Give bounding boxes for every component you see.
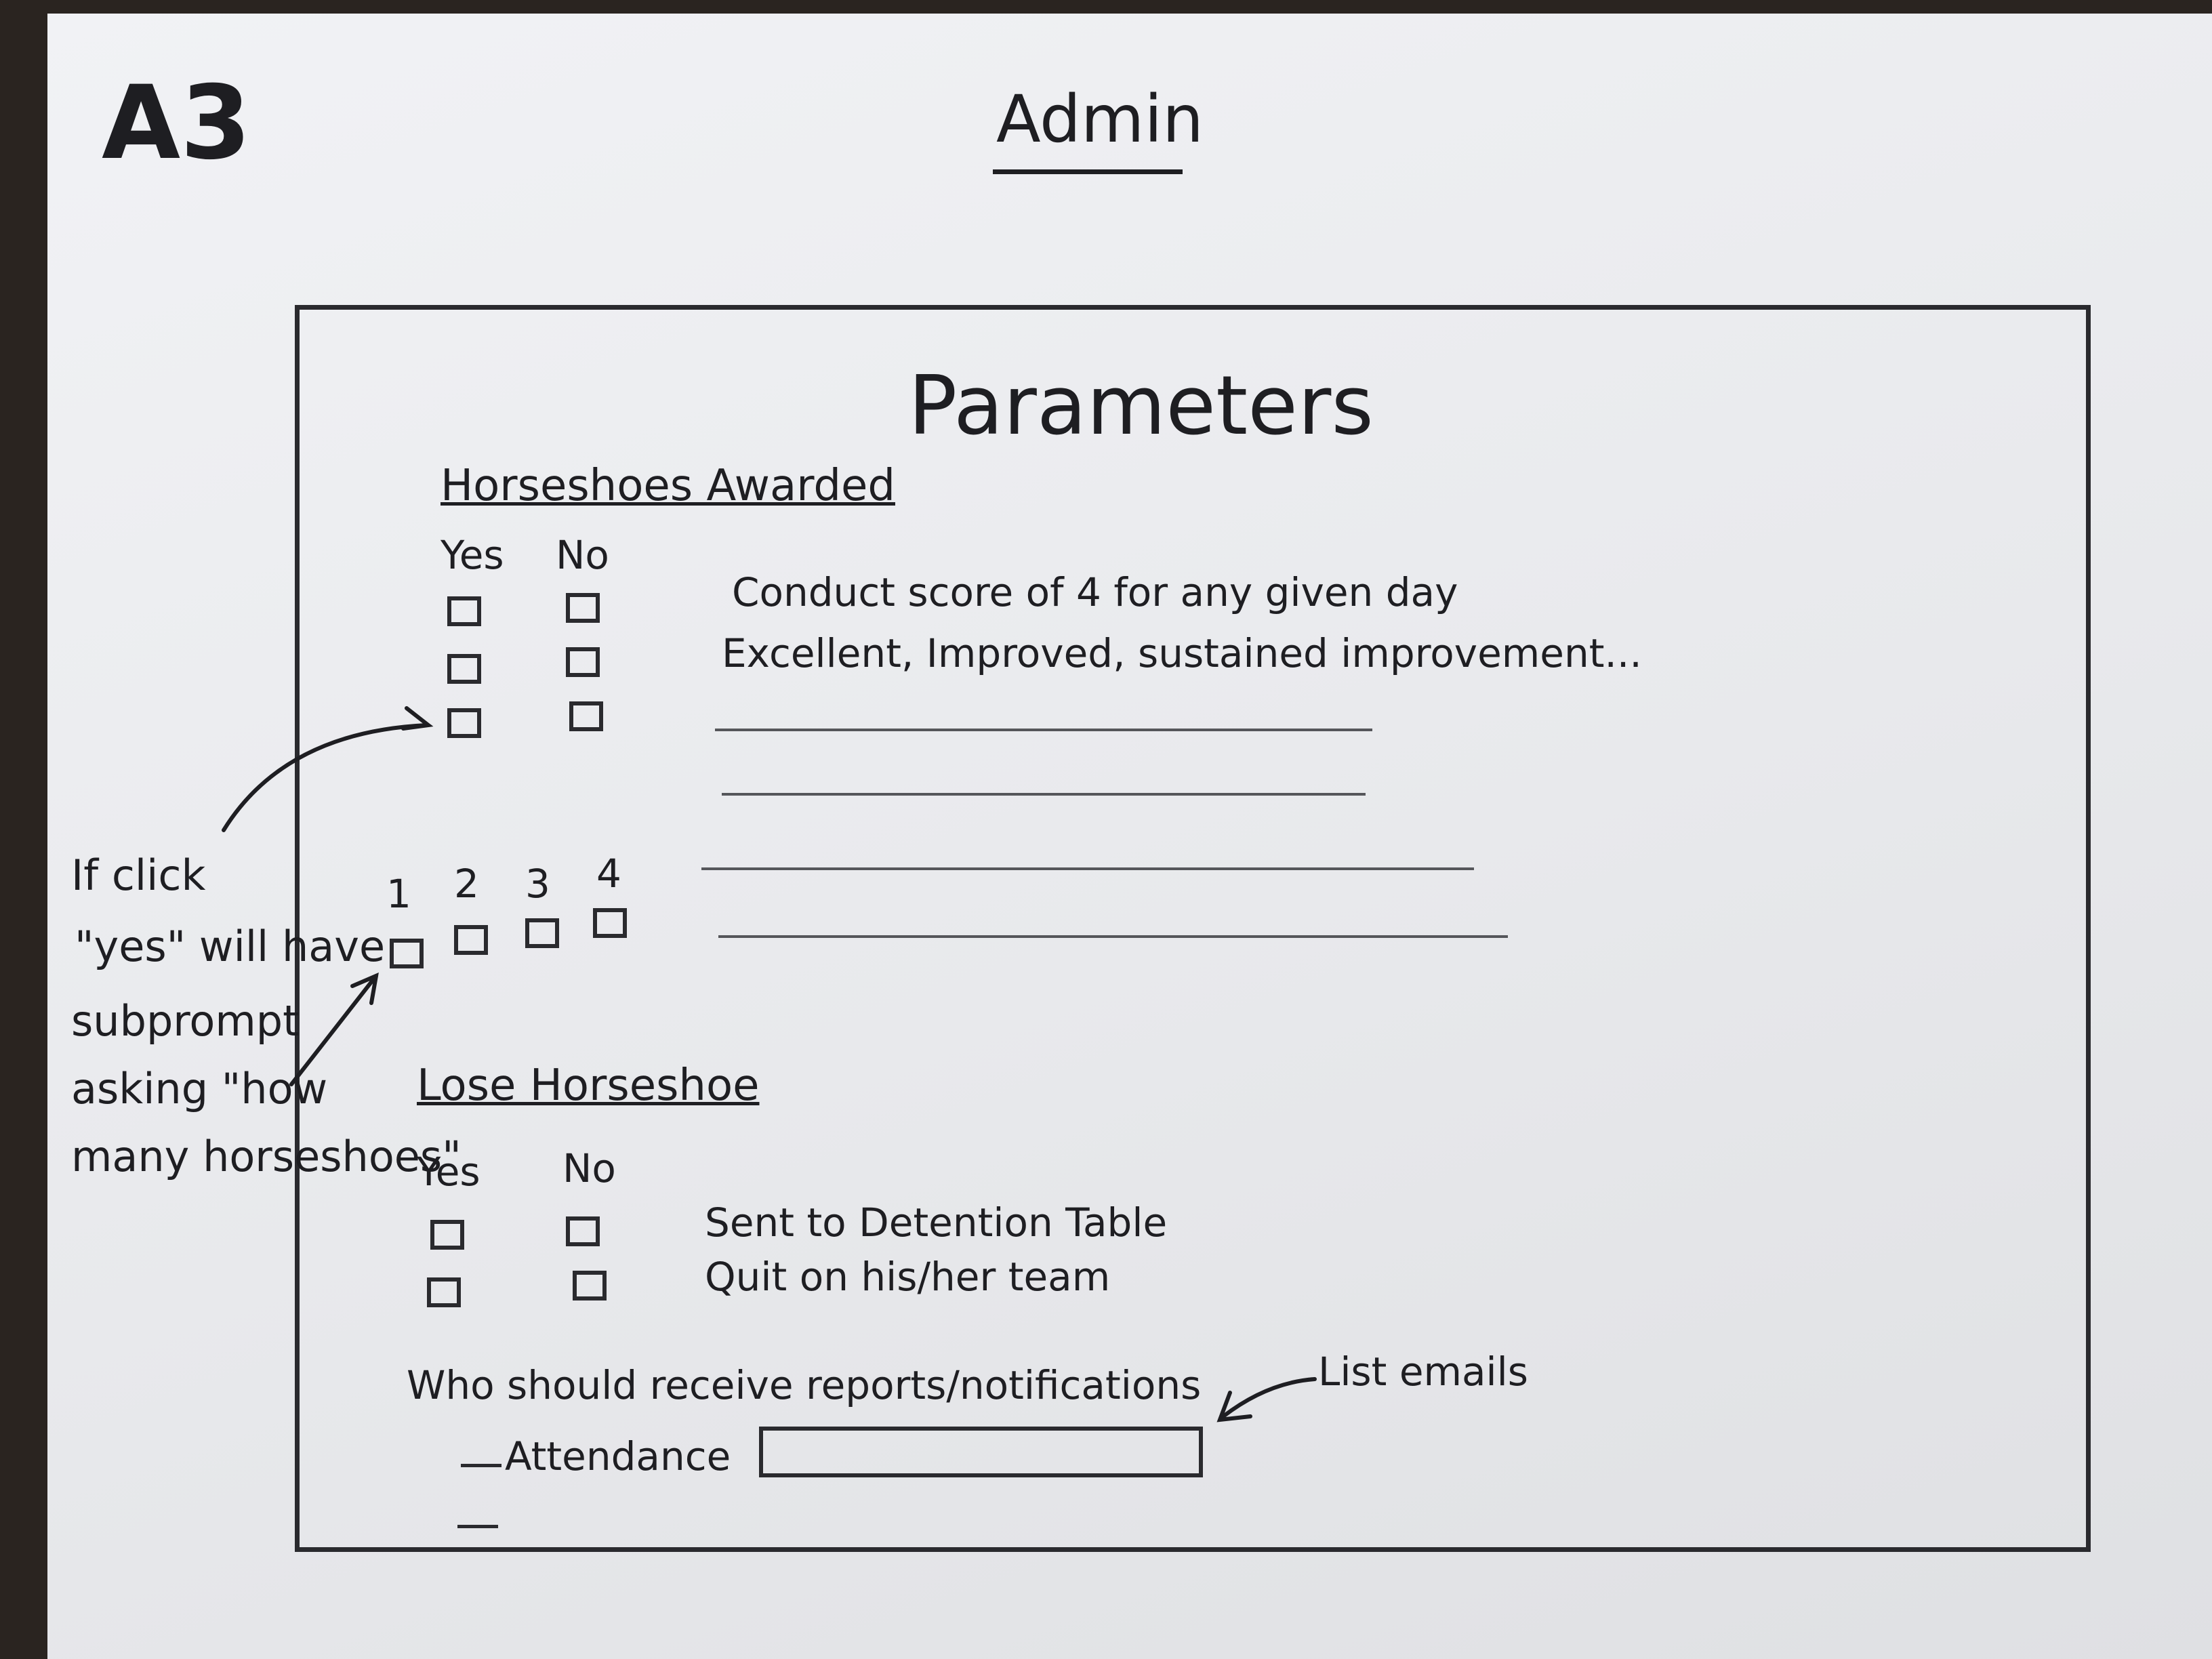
lose-criterion-1: Sent to Detention Table: [705, 1200, 1168, 1246]
awarded-row2-no-checkbox[interactable]: [566, 647, 600, 677]
count-1-checkbox[interactable]: [390, 939, 424, 968]
additional-recipient-dash: [457, 1525, 498, 1528]
lose-row2-no-checkbox[interactable]: [573, 1271, 607, 1300]
awarded-no-header: No: [556, 532, 609, 578]
count-label-1: 1: [386, 871, 411, 917]
awarded-row3-yes-checkbox[interactable]: [447, 708, 481, 738]
count-label-4: 4: [596, 851, 621, 897]
awarded-row2-yes-checkbox[interactable]: [447, 654, 481, 684]
annotation-line-1: If click: [71, 851, 206, 900]
horseshoes-awarded-title: Horseshoes Awarded: [441, 461, 895, 511]
awarded-blank-line-4: [718, 935, 1508, 938]
email-annotation: List emails: [1318, 1349, 1528, 1395]
awarded-row1-no-checkbox[interactable]: [566, 593, 600, 623]
annotation-line-5: many horseshoes": [71, 1132, 462, 1181]
count-4-checkbox[interactable]: [593, 908, 627, 938]
attendance-email-input[interactable]: [759, 1427, 1203, 1477]
annotation-line-3: subprompt: [71, 996, 300, 1046]
heading-underline: [993, 169, 1183, 174]
sheet-code: A3: [102, 64, 251, 182]
awarded-row3-no-checkbox[interactable]: [569, 701, 603, 731]
awarded-blank-line-2: [722, 793, 1366, 796]
lose-row1-yes-checkbox[interactable]: [430, 1220, 464, 1250]
frame-title: Parameters: [908, 359, 1374, 453]
paper-sheet: [47, 14, 2212, 1659]
attendance-label: Attendance: [505, 1433, 731, 1479]
lose-no-header: No: [562, 1145, 616, 1191]
notifications-prompt: Who should receive reports/notifications: [407, 1362, 1202, 1408]
count-label-2: 2: [454, 861, 479, 907]
awarded-criterion-1: Conduct score of 4 for any given day: [732, 569, 1458, 615]
lose-row1-no-checkbox[interactable]: [566, 1216, 600, 1246]
awarded-row3-arrow: [222, 723, 429, 832]
annotation-line-2: "yes" will have: [75, 922, 386, 971]
lose-criterion-2: Quit on his/her team: [705, 1254, 1111, 1300]
attendance-dash: [461, 1464, 501, 1467]
annotation-line-4: asking "how: [71, 1064, 328, 1113]
lose-horseshoe-title: Lose Horseshoe: [417, 1061, 760, 1111]
count-options-arrow: [289, 974, 378, 1086]
parameters-frame: [295, 305, 2091, 1552]
awarded-criterion-2: Excellent, Improved, sustained improveme…: [722, 630, 1642, 676]
lose-row2-yes-checkbox[interactable]: [427, 1277, 461, 1307]
lose-yes-header: Yes: [417, 1149, 480, 1195]
awarded-yes-header: Yes: [441, 532, 504, 578]
count-3-checkbox[interactable]: [525, 918, 559, 948]
awarded-blank-line-1: [715, 729, 1372, 731]
awarded-row1-yes-checkbox[interactable]: [447, 596, 481, 626]
page-heading: Admin: [996, 81, 1204, 157]
email-arrow: [1221, 1377, 1317, 1418]
awarded-blank-line-3: [701, 867, 1474, 870]
count-label-3: 3: [525, 861, 550, 907]
count-2-checkbox[interactable]: [454, 925, 488, 955]
